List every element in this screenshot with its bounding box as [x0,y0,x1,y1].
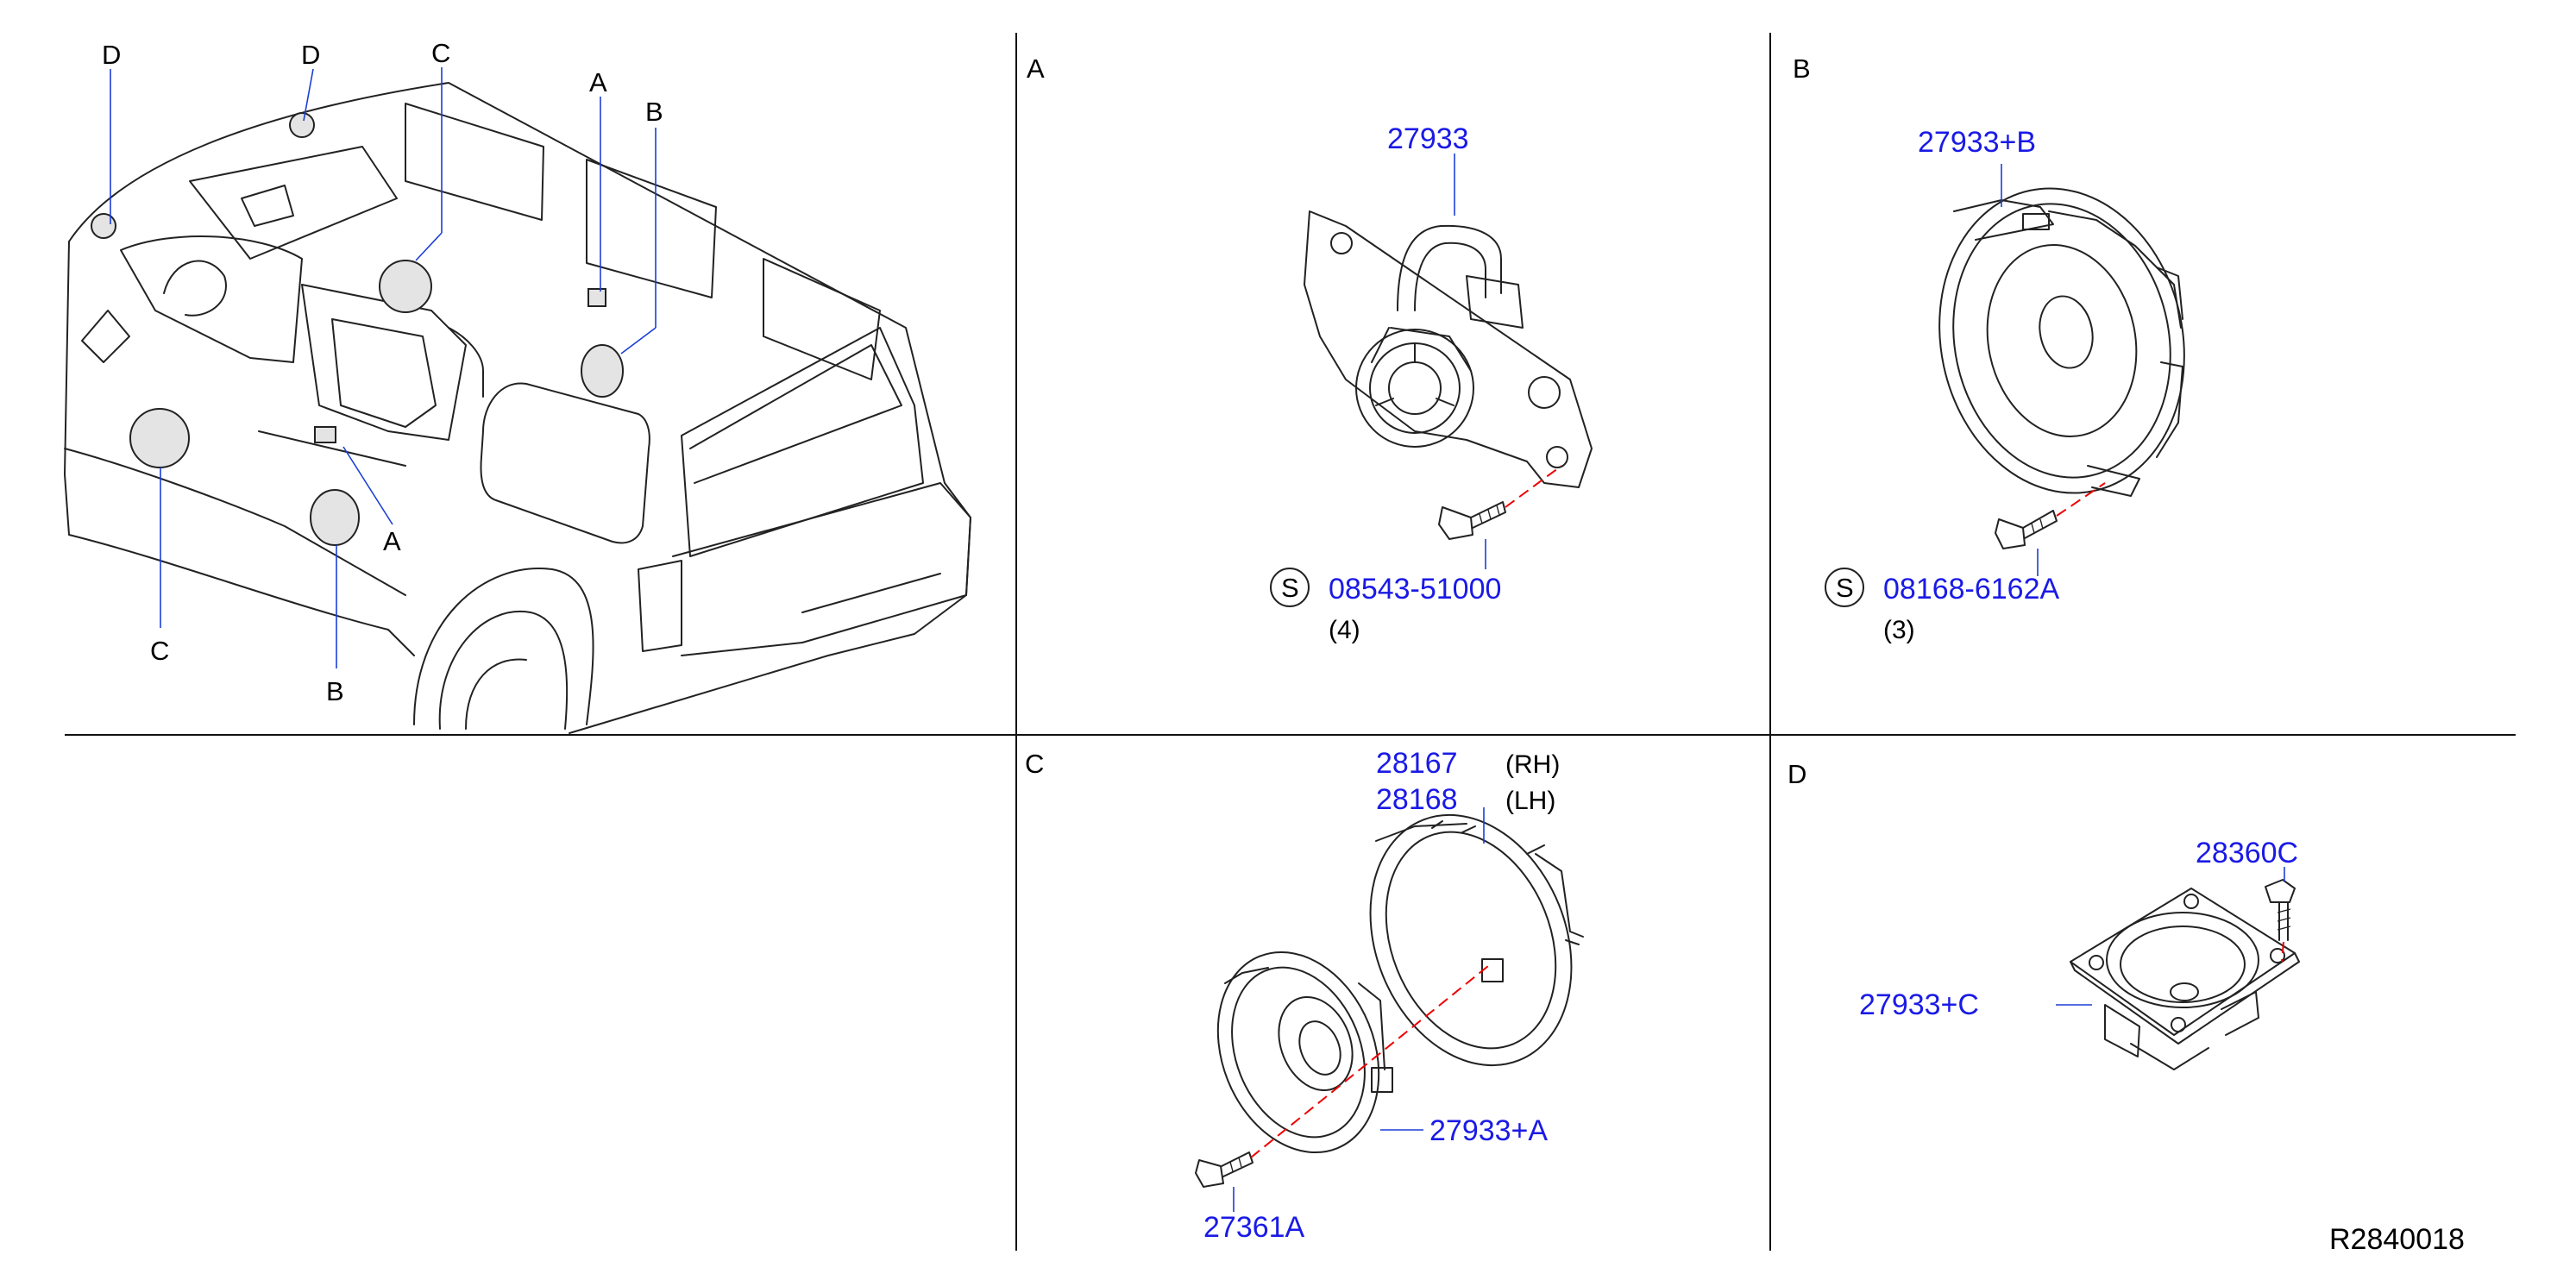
panel-c-part-bracket-rh: 28167 [1376,747,1458,780]
panel-a-screw-symbol: S [1281,573,1299,603]
panel-a-screw-symbol-circle [1270,568,1310,607]
overview-label-a-bottom: A [383,526,401,556]
panel-d-part-speaker: 27933+C [1859,988,1979,1021]
panel-b-screw-symbol: S [1836,573,1854,603]
panel-c-side-lh: (LH) [1505,787,1555,815]
panel-c-side-rh: (RH) [1505,750,1560,779]
overview-leaders [110,67,657,668]
vehicle-outline [64,82,971,734]
overview-speaker-c-bottom [129,408,190,468]
panel-b-screw [1995,510,2058,549]
overview-speaker-b-bottom [310,489,360,546]
overview-label-b-bottom: B [326,676,344,706]
panel-c-letter: C [1025,749,1044,779]
tweeter-bracket-drawing [1304,210,1593,488]
panel-d-part-screw: 28360C [2196,837,2298,869]
panel-b-qty-screw: (3) [1883,616,1915,644]
reference-code: R2840018 [2329,1223,2465,1256]
overview-speaker-d-left [91,213,116,239]
speaker-markers [91,112,624,546]
speaker-bracket-drawing [1369,813,1584,1067]
panel-c-screw [1195,1151,1253,1188]
panel-d-axis [2281,941,2284,963]
panel-c-part-speaker: 27933+A [1429,1114,1548,1147]
panel-a: A 27933 S 08543-51000 (4) [1027,53,1593,644]
overview-labels: D D C A B A C B [102,38,663,706]
overview-label-b-top: B [645,97,663,127]
panel-b-letter: B [1793,53,1811,84]
overview-label-a-top: A [589,67,607,97]
panel-b-part-speaker: 27933+B [1918,126,2036,159]
overview-label-d-right: D [301,40,320,70]
overview-speaker-d-right [289,112,315,138]
panel-d-screw [2265,879,2296,941]
vehicle-overview: D D C A B A C B [64,38,971,734]
panel-d: D 28360C 27933+C [1787,759,2300,1070]
overview-speaker-a-bottom [314,426,336,443]
panel-b-part-screw: 08168-6162A [1883,573,2060,605]
panel-b-axis [2056,482,2106,517]
panel-dividers [65,33,2516,1251]
door-speaker-drawing [1938,187,2185,497]
panel-a-axis [1505,465,1562,508]
overview-speaker-c-top [379,260,432,313]
overview-speaker-b-top [581,344,624,398]
oval-speaker-drawing [1216,951,1393,1154]
panel-b: B 27933+B S 08168-6162A (3) [1793,53,2185,644]
panel-c-part-screw: 27361A [1203,1211,1305,1244]
panel-a-screw [1438,501,1506,540]
overview-speaker-a-top [587,288,606,307]
overview-label-c-top: C [431,38,450,68]
panel-a-qty-screw: (4) [1329,616,1360,644]
overview-label-d-left: D [102,40,121,70]
small-speaker-drawing [2070,888,2300,1070]
panel-a-part-speaker: 27933 [1387,122,1469,155]
overview-label-c-bottom: C [150,636,169,666]
panel-a-letter: A [1027,53,1045,84]
panel-b-screw-symbol-circle [1825,568,1864,607]
panel-d-letter: D [1787,759,1806,789]
panel-c: C 28167 (RH) 28168 (LH) 2 [1025,747,1584,1244]
panel-a-part-screw: 08543-51000 [1329,573,1501,605]
panel-c-part-bracket-lh: 28168 [1376,783,1458,816]
